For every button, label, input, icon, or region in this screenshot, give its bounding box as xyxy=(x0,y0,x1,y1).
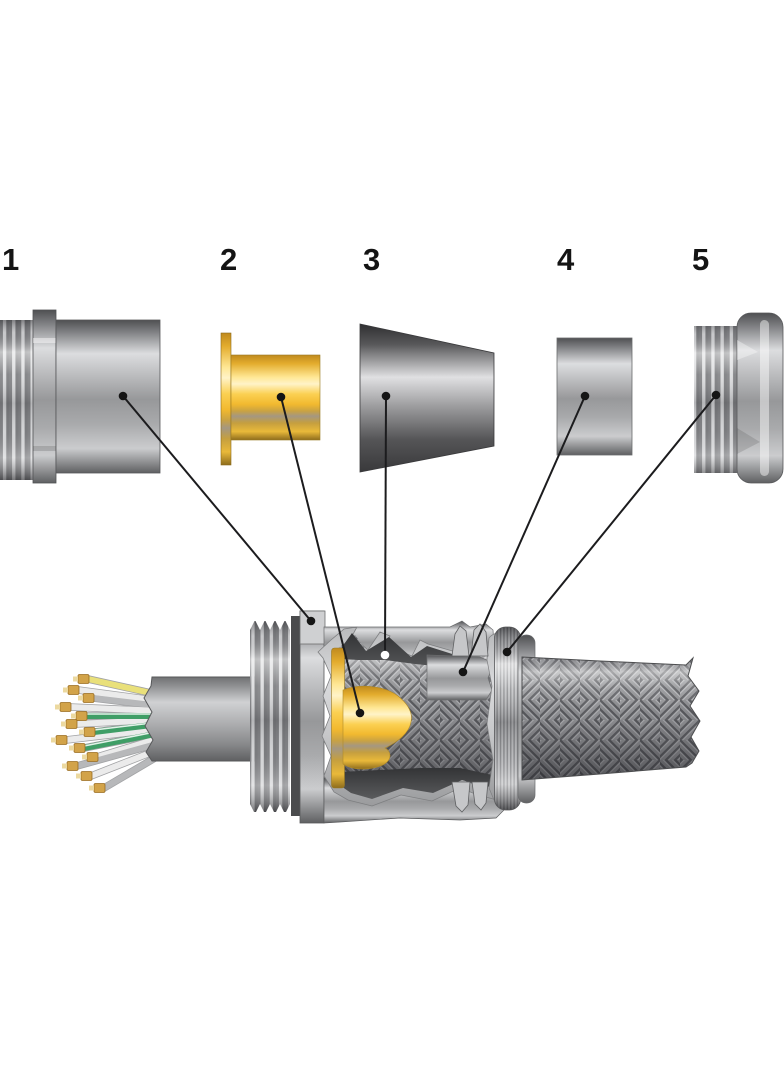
leader-dot-part-4 xyxy=(580,391,590,401)
wire-bundle xyxy=(51,674,164,793)
part-4-sleeve xyxy=(556,337,633,456)
part-5-flange xyxy=(736,312,784,484)
contact-pin-tips xyxy=(51,676,94,791)
leader-dot-assembly-2 xyxy=(355,708,365,718)
spring-fingers xyxy=(451,623,489,813)
part-3-cone xyxy=(359,323,495,473)
part-2-body xyxy=(230,354,321,441)
leader-dot-assembly-5 xyxy=(502,647,512,657)
part-1-collar xyxy=(32,309,57,484)
part-3-clamping-cone xyxy=(359,323,495,473)
leader-dot-assembly-4 xyxy=(458,667,468,677)
cable-sheath xyxy=(143,676,261,762)
part-number-labels: 1 2 3 4 5 xyxy=(2,242,709,277)
leader-dot-part-1 xyxy=(118,391,128,401)
leader-dots xyxy=(118,390,721,718)
assembled-cutaway xyxy=(51,610,701,824)
sealing-washer xyxy=(291,616,300,816)
assembly-thread xyxy=(250,617,290,818)
sleeve-cutaway xyxy=(426,654,493,701)
part-1-entry-body xyxy=(0,309,161,484)
part-2-label: 2 xyxy=(220,242,237,277)
knurled-nut xyxy=(494,626,536,811)
part-1-body xyxy=(55,319,161,474)
contact-pins xyxy=(55,674,106,793)
braided-cable xyxy=(521,656,701,781)
part-4-label: 4 xyxy=(557,242,575,277)
part-1-label: 1 xyxy=(2,242,19,277)
leader-line-5 xyxy=(506,394,717,653)
part-3-label: 3 xyxy=(363,242,380,277)
part-2-flange xyxy=(220,332,232,466)
exploded-parts xyxy=(0,309,784,486)
cone-wedge-bottom xyxy=(340,768,497,799)
part-5-label: 5 xyxy=(692,242,709,277)
leader-dot-part-2 xyxy=(276,392,286,402)
leader-dot-part-3 xyxy=(381,391,391,401)
leader-dot-assembly-1 xyxy=(306,616,316,626)
leader-line-4 xyxy=(462,395,586,673)
part-4-compression-sleeve xyxy=(556,337,633,456)
brass-insert-cutaway xyxy=(331,647,412,789)
leader-line-1 xyxy=(122,395,312,622)
leader-line-3 xyxy=(384,395,387,656)
part-2-brass-bushing xyxy=(220,332,321,466)
leader-lines xyxy=(122,394,717,714)
flange-top-block xyxy=(299,610,326,645)
leader-dot-assembly-3 xyxy=(380,650,390,660)
part-5-locking-nut xyxy=(694,312,784,486)
flange-plate xyxy=(299,610,325,824)
leader-line-2 xyxy=(280,396,361,714)
leader-dot-part-5 xyxy=(711,390,721,400)
